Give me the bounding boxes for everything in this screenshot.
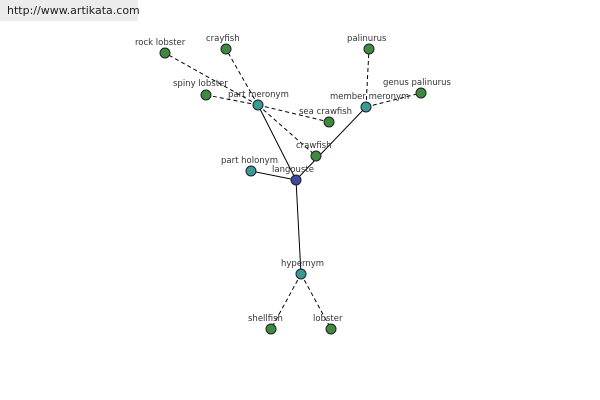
node-label-rock-lobster[interactable]: rock lobster	[135, 38, 186, 48]
node-sea-crawfish[interactable]	[323, 116, 335, 128]
node-label-member-meronym[interactable]: member meronym	[330, 92, 409, 102]
node-lobster[interactable]	[325, 323, 337, 335]
edge-hypernym-to-shellfish	[270, 273, 302, 330]
edge-langouste-to-part-holonym	[250, 170, 297, 181]
edge-part-meronym-to-spiny-lobster	[205, 94, 259, 106]
node-part-holonym[interactable]	[245, 165, 257, 177]
edge-hypernym-to-lobster	[300, 273, 332, 330]
node-label-lobster[interactable]: lobster	[313, 314, 343, 324]
edge-part-meronym-to-crawfish	[257, 104, 317, 157]
source-url-link[interactable]: http://www.artikata.com	[0, 0, 140, 21]
node-label-crayfish[interactable]: crayfish	[206, 34, 240, 44]
node-palinurus[interactable]	[363, 43, 375, 55]
node-part-meronym[interactable]	[252, 99, 264, 111]
edge-langouste-to-hypernym	[295, 179, 302, 275]
nodes-layer	[159, 43, 427, 335]
node-label-sea-crawfish[interactable]: sea crawfish	[299, 107, 352, 117]
edge-part-meronym-to-sea-crawfish	[257, 104, 330, 123]
node-rock-lobster[interactable]	[159, 47, 171, 59]
node-genus-palinurus[interactable]	[415, 87, 427, 99]
node-label-hypernym[interactable]: hypernym	[281, 259, 324, 269]
node-hypernym[interactable]	[295, 268, 307, 280]
edge-part-meronym-to-crayfish	[225, 48, 259, 106]
node-label-part-holonym[interactable]: part holonym	[221, 156, 278, 166]
edge-member-meronym-to-genus-palinurus	[365, 92, 422, 108]
node-label-spiny-lobster[interactable]: spiny lobster	[173, 79, 228, 89]
edge-langouste-to-member-meronym	[295, 106, 367, 181]
node-label-genus-palinurus[interactable]: genus palinurus	[383, 78, 452, 88]
node-spiny-lobster[interactable]	[200, 89, 212, 101]
labels-layer: langouste part meronym member meronym part …	[135, 34, 452, 324]
node-crawfish[interactable]	[310, 150, 322, 162]
node-crayfish[interactable]	[220, 43, 232, 55]
node-shellfish[interactable]	[265, 323, 277, 335]
edge-langouste-to-part-meronym	[257, 104, 297, 181]
node-label-palinurus[interactable]: palinurus	[347, 34, 387, 44]
node-member-meronym[interactable]	[360, 101, 372, 113]
edge-member-meronym-to-palinurus	[365, 48, 370, 108]
node-label-langouste[interactable]: langouste	[272, 165, 314, 175]
node-label-shellfish[interactable]: shellfish	[248, 314, 283, 324]
node-label-part-meronym[interactable]: part meronym	[228, 90, 289, 100]
edge-part-meronym-to-rock-lobster	[164, 52, 259, 106]
node-label-crawfish[interactable]: crawfish	[296, 141, 332, 151]
node-langouste[interactable]	[290, 174, 302, 186]
edges-layer	[164, 48, 422, 330]
